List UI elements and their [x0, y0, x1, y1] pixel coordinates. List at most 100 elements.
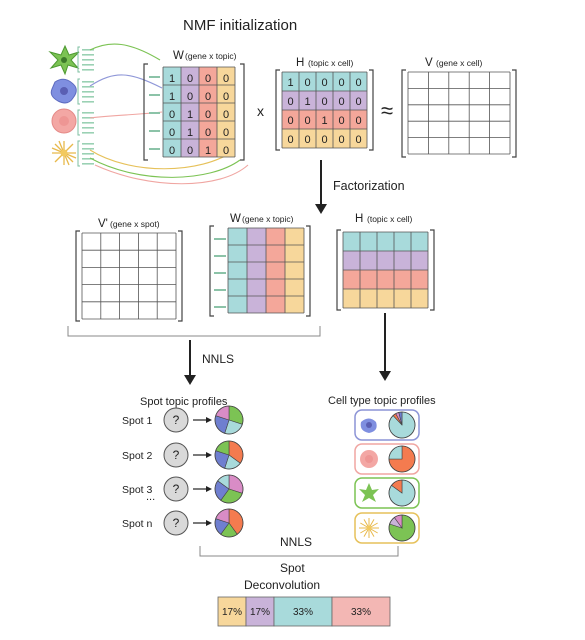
yellow-cell-icon — [359, 518, 379, 538]
cell-type-profile-row — [354, 409, 420, 441]
yellow-spiky-cell-icon — [51, 140, 77, 166]
gene-label-line — [214, 306, 226, 308]
gene-tick — [82, 132, 94, 134]
cell-type-pie-chart — [388, 514, 416, 542]
h-top-cell-value: 0 — [304, 77, 310, 89]
deconvolution-percent: 17% — [250, 607, 270, 618]
cell-type-pie-chart — [388, 411, 416, 439]
gene-tick — [82, 91, 94, 93]
w-top-cell-value: 0 — [223, 109, 229, 121]
w-top-cell-value: 0 — [169, 109, 175, 121]
blue-blob-cell-icon — [50, 78, 77, 104]
h-top-cell-value: 0 — [338, 77, 344, 89]
h-top-cell-value: 0 — [338, 134, 344, 146]
cell-type-pie-chart — [388, 445, 416, 473]
gene-tick — [82, 64, 94, 66]
gene-tick — [82, 101, 94, 103]
gene-tick — [82, 96, 94, 98]
gene-tick — [82, 122, 94, 124]
deconvolution-title-1: Spot — [280, 561, 305, 575]
times-operator: x — [257, 103, 264, 119]
h-top-cell-value: 1 — [304, 96, 310, 108]
red-round-cell-icon — [51, 108, 77, 134]
deconvolution-segment — [331, 596, 391, 627]
gene-tick — [82, 143, 94, 145]
nnls-bracket-top — [67, 326, 321, 337]
gene-tick — [82, 148, 94, 150]
w-top-cell-value: 0 — [205, 127, 211, 139]
gene-label-line — [214, 272, 226, 274]
deconvolution-percent: 33% — [351, 607, 371, 618]
gene-tick — [82, 112, 94, 114]
deconvolution-bar: 17%17%33%33% — [217, 596, 391, 627]
w-top-cell-value: 0 — [205, 91, 211, 103]
spot-label: Spot 1 — [122, 415, 153, 427]
spot-section-title: Spot topic profiles — [140, 396, 228, 408]
gene-label-line — [149, 148, 160, 150]
nnls-label-1: NNLS — [202, 352, 234, 366]
w-top-cell-value: 0 — [187, 73, 193, 85]
unknown-spot-circle — [163, 407, 189, 433]
deconvolution-segment — [217, 596, 247, 627]
spot-label: Spot n — [122, 518, 153, 530]
h-to-cell-profiles-arrow — [379, 313, 391, 381]
w-top-cell-value: 0 — [223, 145, 229, 157]
h-top-cell-value: 0 — [321, 96, 327, 108]
w-mid-matrix — [209, 225, 311, 317]
v-top-matrix — [401, 69, 517, 158]
green-star-cell-icon — [48, 44, 80, 76]
gene-tick — [82, 163, 94, 165]
deconvolution-percent: 33% — [293, 607, 313, 618]
red-cell-icon — [360, 450, 378, 468]
h-top-cell-value: 0 — [355, 134, 361, 146]
gene-label-line — [214, 289, 226, 291]
gene-tick — [82, 49, 94, 51]
h-top-cell-value: 0 — [338, 115, 344, 127]
h-top-cell-value: 0 — [355, 77, 361, 89]
h-top-label: H — [296, 57, 304, 69]
approx-operator: ≈ — [381, 98, 393, 123]
gene-label-line — [149, 94, 160, 96]
gene-label-line — [214, 255, 226, 257]
cell-section-title: Cell type topic profiles — [328, 395, 436, 407]
nnls-arrow-1 — [184, 340, 196, 385]
h-top-cell-value: 0 — [287, 96, 293, 108]
spot-pie-chart — [214, 508, 244, 538]
w-top-cell-value: 1 — [169, 91, 175, 103]
h-top-cell-value: 1 — [321, 115, 327, 127]
deconvolution-segment — [273, 596, 333, 627]
spot-label: Spot 3 — [122, 484, 153, 496]
gene-label-line — [149, 76, 160, 78]
h-top-cell-value: 0 — [304, 134, 310, 146]
gene-brackets — [77, 46, 80, 167]
w-top-cell-value: 1 — [187, 109, 193, 121]
spot-pie-chart — [214, 405, 244, 435]
gene-tick — [82, 127, 94, 129]
h-top-cell-value: 0 — [287, 134, 293, 146]
w-top-label: W — [173, 50, 184, 62]
w-mid-sub: (gene x topic) — [242, 214, 294, 224]
gene-tick — [82, 117, 94, 119]
w-top-cell-value: 0 — [223, 73, 229, 85]
h-top-sub: (topic x cell) — [308, 58, 354, 68]
gene-tick — [82, 158, 94, 160]
gene-tick — [82, 69, 94, 71]
w-top-cell-value: 0 — [187, 91, 193, 103]
gene-tick — [82, 81, 94, 83]
w-top-cell-value: 0 — [187, 145, 193, 157]
cell-type-pie-chart — [388, 479, 416, 507]
v-prime-sub: (gene x spot) — [110, 219, 160, 229]
spot-pie-chart — [214, 440, 244, 470]
spot-ellipsis: ... — [146, 491, 155, 503]
w-top-cell-value: 1 — [205, 145, 211, 157]
gene-tick — [82, 54, 94, 56]
deconvolution-segment — [245, 596, 275, 627]
unknown-spot-circle — [163, 442, 189, 468]
h-top-cell-value: 0 — [321, 77, 327, 89]
h-mid-sub: (topic x cell) — [367, 214, 413, 224]
gene-label-line — [149, 112, 160, 114]
h-top-cell-value: 0 — [287, 115, 293, 127]
unknown-mark: ? — [173, 516, 180, 530]
